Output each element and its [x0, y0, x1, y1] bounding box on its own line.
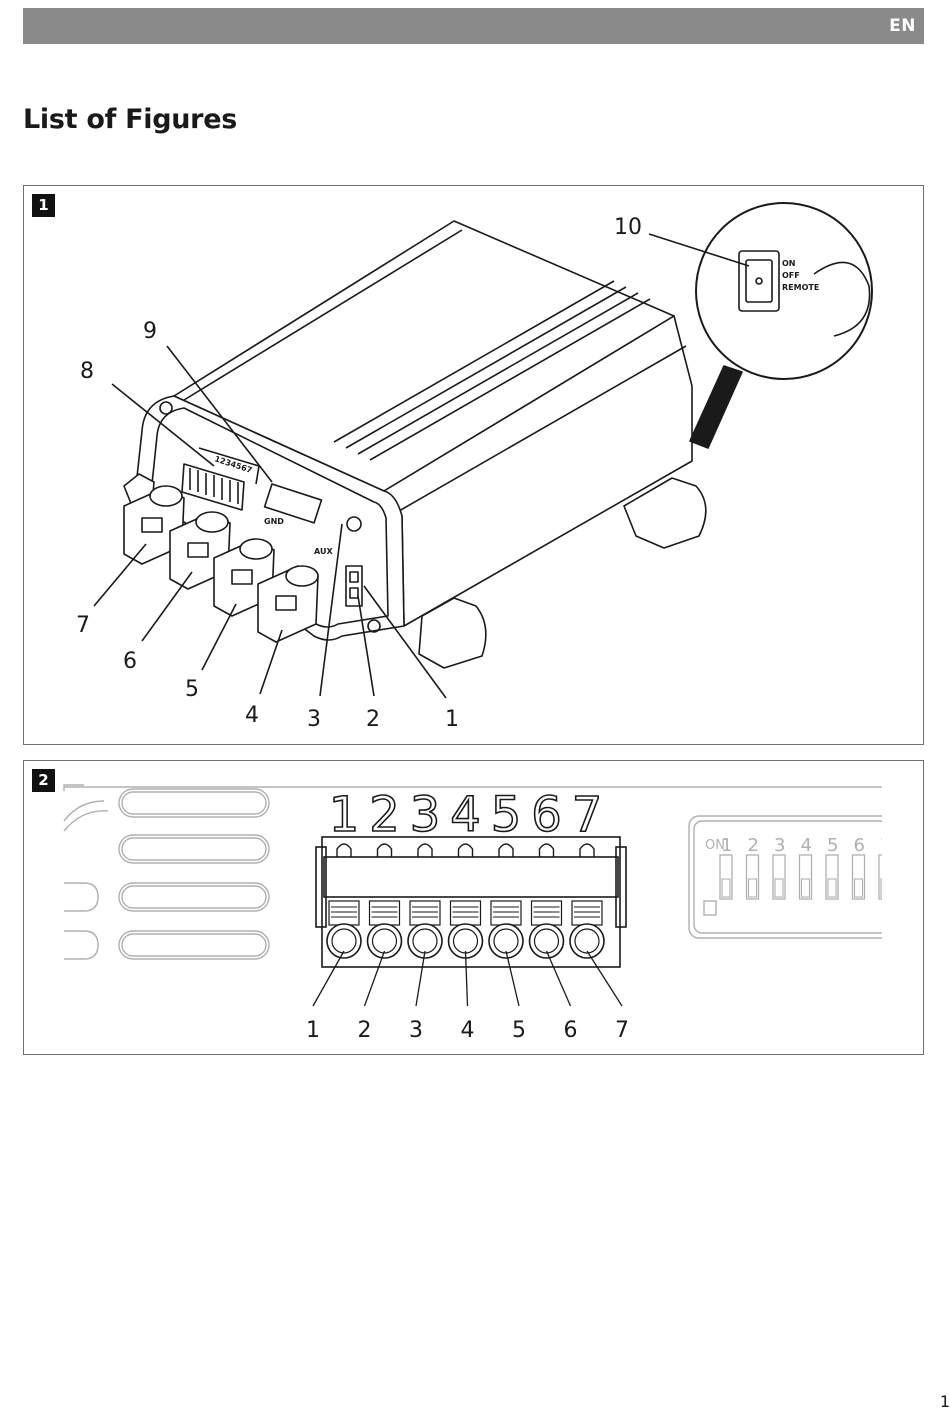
callout-leader — [464, 950, 469, 1007]
dip-switch-number: 3 — [774, 835, 785, 856]
figure-1-illustration: GND AUX 1234567 ON OFF REMOTE 1 2 3 4 5 … — [76, 202, 873, 732]
callout-leader — [415, 950, 426, 1007]
dip-switch-number: 6 — [854, 835, 865, 856]
callout-5: 5 — [185, 677, 199, 702]
gnd-label: GND — [264, 517, 284, 526]
terminal-callout-5: 5 — [512, 1018, 526, 1043]
dip-switch-slot — [851, 854, 866, 900]
dip-switch-number: 1 — [721, 835, 732, 856]
terminal-wire-hole — [331, 928, 357, 954]
switch-off-label: OFF — [782, 271, 800, 280]
callout-8: 8 — [80, 359, 94, 384]
dip-on-label: ON — [705, 838, 725, 853]
callout-10: 10 — [614, 215, 642, 240]
dip-switch-lever — [827, 878, 837, 898]
callout-9: 9 — [143, 319, 157, 344]
callout-leader — [586, 950, 623, 1007]
terminal-top-number: 3 — [410, 787, 441, 843]
terminal-wire-hole — [371, 928, 398, 954]
terminal-actuator — [530, 900, 563, 926]
dip-switch-slot — [745, 854, 760, 900]
callout-leader — [505, 950, 520, 1007]
dip-switch-lever — [853, 878, 864, 898]
dip-switch-lever — [800, 878, 811, 898]
terminal-actuator — [449, 900, 482, 926]
dip-switch-slot — [825, 854, 839, 900]
figure-2-number: 2 — [32, 769, 55, 792]
page-title: List of Figures — [23, 104, 237, 135]
terminal-latch — [457, 843, 474, 857]
terminal-callout-2: 2 — [358, 1018, 372, 1043]
terminal-actuator — [409, 900, 441, 926]
terminal-top-number: 4 — [450, 787, 481, 843]
callout-leader — [363, 950, 386, 1007]
terminal-latch — [417, 843, 433, 857]
callout-1: 1 — [445, 707, 459, 732]
figure-1-number: 1 — [32, 194, 55, 217]
terminal-callout-4: 4 — [461, 1018, 475, 1043]
dip-switch-slot — [719, 854, 733, 900]
page-number: 1 — [939, 1392, 950, 1411]
callout-3: 3 — [307, 707, 321, 732]
terminal-actuator — [368, 900, 401, 926]
dip-switch-slot — [772, 854, 786, 900]
terminal-top-number: 7 — [572, 787, 603, 843]
terminal-latch — [579, 843, 595, 857]
figure-2: 2 1234567 — [23, 760, 924, 1055]
terminal-actuator — [328, 900, 360, 926]
language-label: EN — [889, 16, 916, 36]
terminal-latch — [538, 843, 555, 857]
aux-label: AUX — [314, 547, 333, 556]
dip-switch-lever — [774, 878, 784, 898]
callout-leader — [312, 950, 345, 1007]
header-bar: EN — [23, 8, 924, 44]
terminal-callout-1: 1 — [306, 1018, 320, 1043]
callout-4: 4 — [245, 703, 259, 728]
callout-7: 7 — [76, 613, 90, 638]
dip-switch-number: 2 — [748, 835, 759, 856]
switch-on-label: ON — [782, 259, 796, 268]
terminal-top-number: 2 — [369, 787, 400, 843]
terminal-latch — [376, 843, 393, 857]
terminal-callout-3: 3 — [409, 1018, 423, 1043]
terminal-actuator — [490, 900, 522, 926]
terminal-latch — [336, 843, 352, 857]
terminal-latch — [498, 843, 514, 857]
switch-remote-label: REMOTE — [782, 283, 819, 292]
terminal-actuator — [571, 900, 603, 926]
dip-switch-lever — [747, 878, 758, 898]
terminal-callout-6: 6 — [564, 1018, 578, 1043]
callout-6: 6 — [123, 649, 137, 674]
terminal-top-number: 6 — [531, 787, 562, 843]
terminal-wire-hole — [574, 928, 600, 954]
terminal-top-number: 5 — [491, 787, 522, 843]
figure-2-edge-mask — [882, 761, 923, 1054]
callout-leader — [545, 950, 572, 1007]
dip-switch-lever — [721, 878, 731, 898]
dip-switch-number: 4 — [801, 835, 812, 856]
callout-2: 2 — [366, 707, 380, 732]
dip-switch-number: 5 — [827, 835, 838, 856]
figure-1: 1 — [23, 185, 924, 745]
terminal-callout-7: 7 — [615, 1018, 629, 1043]
terminal-top-number: 1 — [329, 787, 360, 843]
terminal-wire-hole — [533, 928, 560, 954]
dip-switch-slot — [798, 854, 813, 900]
